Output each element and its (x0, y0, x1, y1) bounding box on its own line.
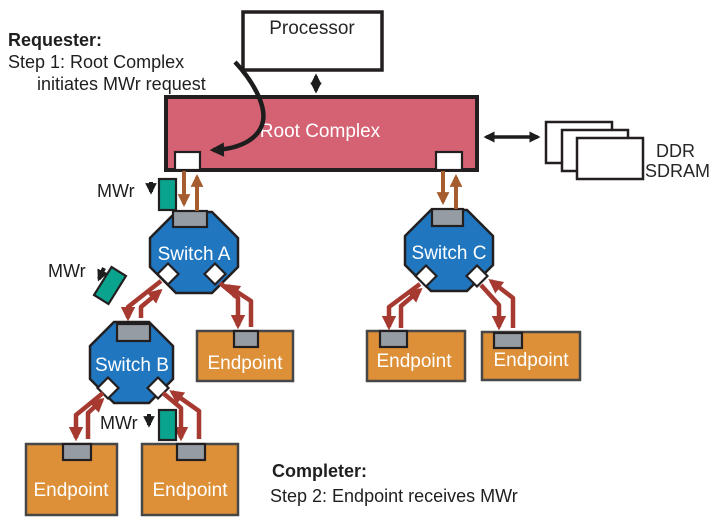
completer-line1: Step 2: Endpoint receives MWr (270, 486, 518, 506)
endpoint-2-label: Endpoint (33, 480, 109, 501)
arrow-endpoint-1-to-switch-a (225, 284, 254, 327)
rc-downstream-port-left (173, 150, 202, 172)
endpoint-2-port (61, 442, 93, 462)
arrow-endpoint-4-to-switch-c (398, 287, 423, 328)
endpoint-3-label: Endpoint (152, 480, 228, 501)
root-complex-label: Root Complex (260, 121, 381, 142)
mwr-label-2: MWr (48, 261, 86, 281)
memory-chip-front (575, 136, 645, 181)
memory-label-line1: DDR (656, 141, 695, 161)
endpoint-1-label: Endpoint (207, 353, 283, 374)
switch-a-label: Switch A (158, 244, 231, 265)
mwr-packet-chip-3 (157, 408, 178, 442)
requester-heading: Requester: (8, 30, 102, 50)
switch-c-label: Switch C (412, 243, 487, 264)
arrow-endpoint-3-to-switch-b (169, 390, 202, 439)
endpoint-5-label: Endpoint (493, 350, 569, 371)
mwr-packet-chip-2 (92, 265, 128, 306)
mwr-down-arrow-2 (97, 267, 108, 282)
switch-c-upstream-port (430, 207, 465, 228)
completer-heading: Completer: (272, 461, 367, 481)
switch-a-downstream-port-right (202, 261, 228, 287)
switch-c-downstream-port-right (464, 263, 490, 289)
arrow-switch-a-to-switch-b (120, 279, 163, 322)
switch-a-upstream-port (171, 209, 209, 229)
switch-b-label: Switch B (95, 355, 169, 376)
switch-a-downstream-port-left (155, 261, 181, 287)
mwr-label-3: MWr (100, 413, 138, 433)
endpoint-5-port (492, 331, 524, 350)
mwr-packet-chip-1 (157, 177, 178, 212)
processor-label: Processor (269, 18, 355, 39)
root-complex-box (164, 95, 479, 172)
arrow-switch-b-to-switch-a (138, 288, 163, 318)
arrow-endpoint-2-to-switch-b (85, 397, 105, 439)
requester-annotation-arrow (209, 60, 266, 157)
requester-line2: initiates MWr request (37, 74, 206, 94)
switch-c-downstream-port-left (413, 263, 439, 289)
endpoint-1-port (232, 329, 260, 349)
endpoint-4-label: Endpoint (376, 351, 452, 372)
switch-b-upstream-port (115, 322, 152, 343)
arrow-switch-b-to-endpoint-3 (161, 391, 189, 442)
arrow-switch-c-to-endpoint-5 (479, 283, 507, 331)
endpoint-4-port (378, 329, 409, 349)
mwr-label-1: MWr (97, 181, 135, 201)
memory-label-line2: SDRAM (645, 161, 710, 181)
rc-downstream-port-right (434, 150, 464, 172)
endpoint-3-port (175, 442, 207, 462)
requester-line1: Step 1: Root Complex (8, 52, 184, 72)
arrow-endpoint-5-to-switch-c (488, 278, 516, 328)
processor-box (241, 10, 384, 72)
